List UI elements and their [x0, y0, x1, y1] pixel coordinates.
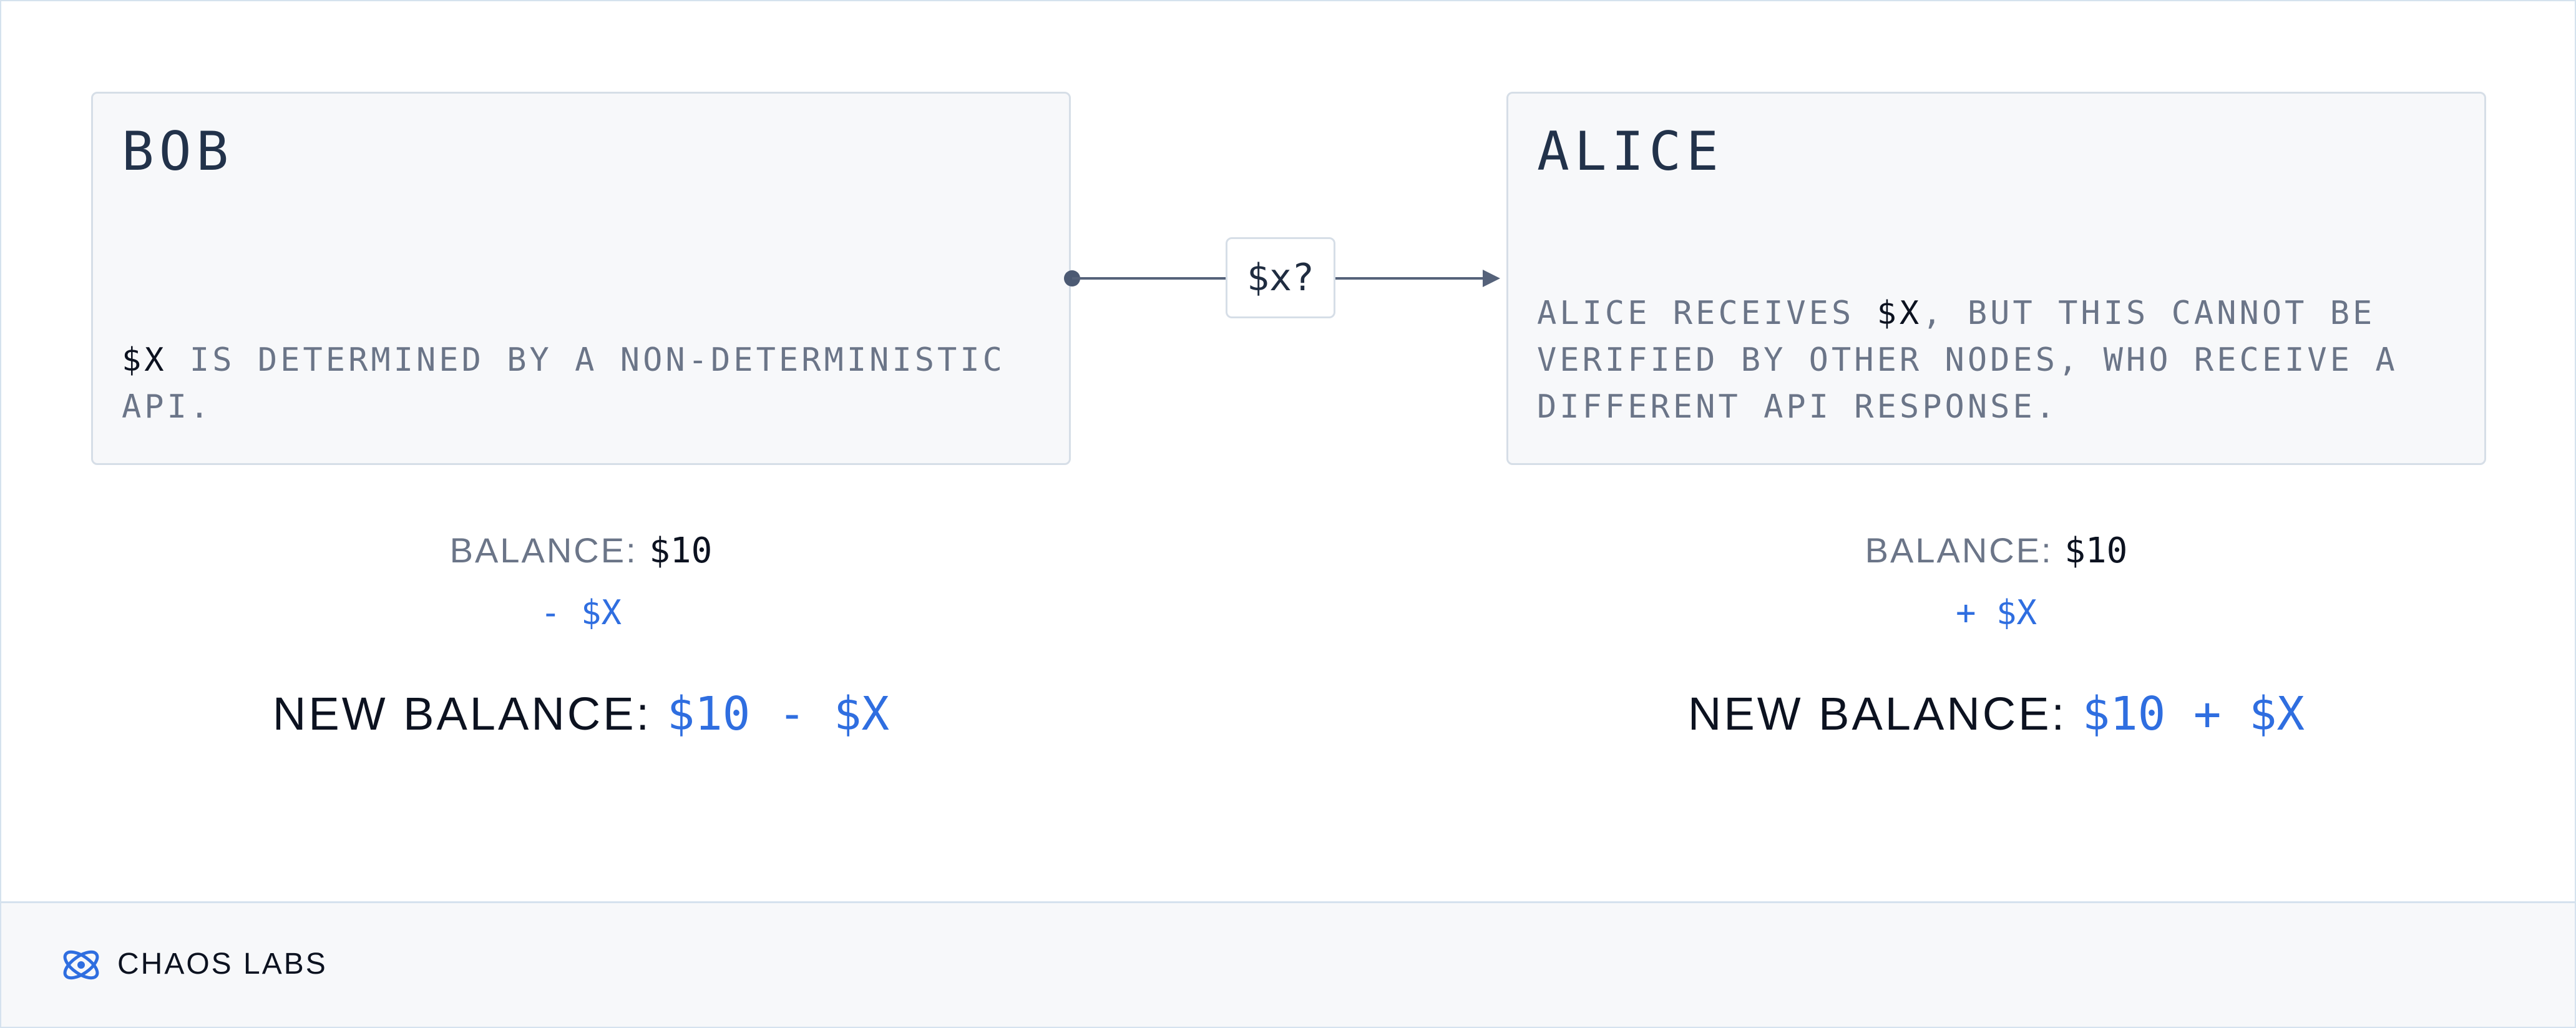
- bob-title: BOB: [122, 120, 234, 183]
- bob-description: $X IS DETERMINED BY A NON-DETERMINISTIC …: [122, 337, 1044, 431]
- alice-card: ALICE ALICE RECEIVES $X, BUT THIS CANNOT…: [1506, 92, 2486, 465]
- alice-new-balance-expr: $10 + $X: [2082, 687, 2305, 741]
- alice-balance-value: $10: [2064, 531, 2128, 571]
- bob-balance: BALANCE: $10: [91, 533, 1071, 569]
- alice-balance: BALANCE: $10: [1506, 533, 2486, 569]
- transfer-amount-label: $x?: [1226, 237, 1335, 318]
- transfer-arrow-head-icon: [1483, 270, 1500, 287]
- bob-description-var: $X: [122, 341, 167, 379]
- alice-new-balance: NEW BALANCE: $10 + $X: [1506, 688, 2486, 740]
- bob-description-text: IS DETERMINED BY A NON-DETERMINISTIC API…: [122, 341, 1005, 426]
- transfer-arrow-line-right: [1335, 277, 1484, 280]
- alice-description-pre: ALICE RECEIVES: [1537, 295, 1877, 332]
- alice-description-var: $X: [1876, 295, 1923, 332]
- bob-new-balance-label: NEW BALANCE:: [272, 688, 652, 740]
- footer: CHAOS LABS: [1, 901, 2575, 1027]
- chaos-labs-logo-icon: [63, 950, 99, 980]
- bob-balance-label: BALANCE:: [449, 531, 638, 570]
- brand-name: CHAOS LABS: [117, 947, 328, 981]
- alice-new-balance-label: NEW BALANCE:: [1687, 688, 2067, 740]
- alice-description: ALICE RECEIVES $X, BUT THIS CANNOT BE VE…: [1537, 290, 2459, 431]
- bob-new-balance: NEW BALANCE: $10 - $X: [91, 688, 1071, 740]
- bob-card: BOB $X IS DETERMINED BY A NON-DETERMINIS…: [91, 92, 1071, 465]
- bob-balance-value: $10: [649, 531, 713, 571]
- bob-balance-delta: - $X: [540, 593, 622, 632]
- alice-title: ALICE: [1537, 120, 1724, 183]
- alice-balance-label: BALANCE:: [1865, 531, 2053, 570]
- alice-description-post: , BUT THIS CANNOT BE VERIFIED BY OTHER N…: [1537, 295, 2398, 426]
- transfer-arrow-line-left: [1072, 277, 1226, 280]
- alice-balance-delta: + $X: [1955, 593, 2037, 632]
- bob-new-balance-expr: $10 - $X: [666, 687, 890, 741]
